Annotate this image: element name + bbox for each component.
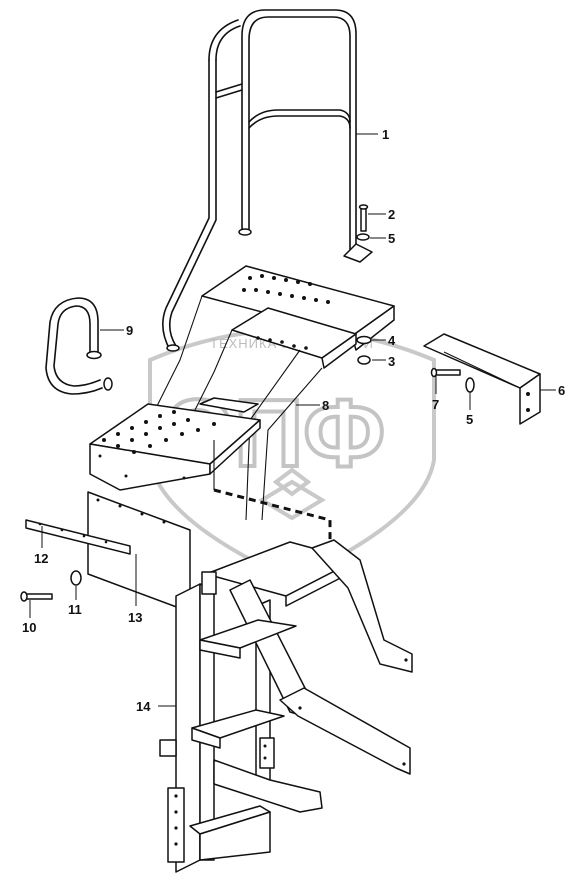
callout-13: 13 <box>128 610 142 625</box>
ladder-frame <box>159 539 413 873</box>
bolt-and-washer-left <box>20 570 82 602</box>
bolt-and-washer-right <box>430 367 475 393</box>
callout-2: 2 <box>388 207 395 222</box>
callout-6: 6 <box>558 383 565 398</box>
cover-panel <box>87 491 191 613</box>
mounting-strip <box>25 519 131 555</box>
support-bracket <box>423 333 541 425</box>
grab-handle <box>45 297 113 395</box>
callout-numbers: 1 2 5 4 3 9 6 7 5 8 12 11 13 10 14 <box>22 127 565 714</box>
callout-5-top: 5 <box>388 231 395 246</box>
callout-7: 7 <box>432 397 439 412</box>
handrail <box>162 9 357 352</box>
callout-9: 9 <box>126 323 133 338</box>
callout-11: 11 <box>68 602 82 617</box>
callout-14: 14 <box>136 699 151 714</box>
callout-5-right: 5 <box>466 412 473 427</box>
upper-platform <box>149 265 395 521</box>
callout-4: 4 <box>388 333 396 348</box>
callout-1: 1 <box>382 127 389 142</box>
callout-10: 10 <box>22 620 36 635</box>
watermark-emblem-icon <box>258 467 326 521</box>
callout-3: 3 <box>388 354 395 369</box>
leader-lines <box>29 133 556 707</box>
lower-platform <box>89 397 261 491</box>
alignment-lines <box>213 440 332 540</box>
callout-12: 12 <box>34 551 48 566</box>
bolt-and-washer-top <box>343 204 373 263</box>
washer-and-nut <box>356 335 372 365</box>
callout-8: 8 <box>322 398 329 413</box>
platform-holes <box>242 274 330 350</box>
